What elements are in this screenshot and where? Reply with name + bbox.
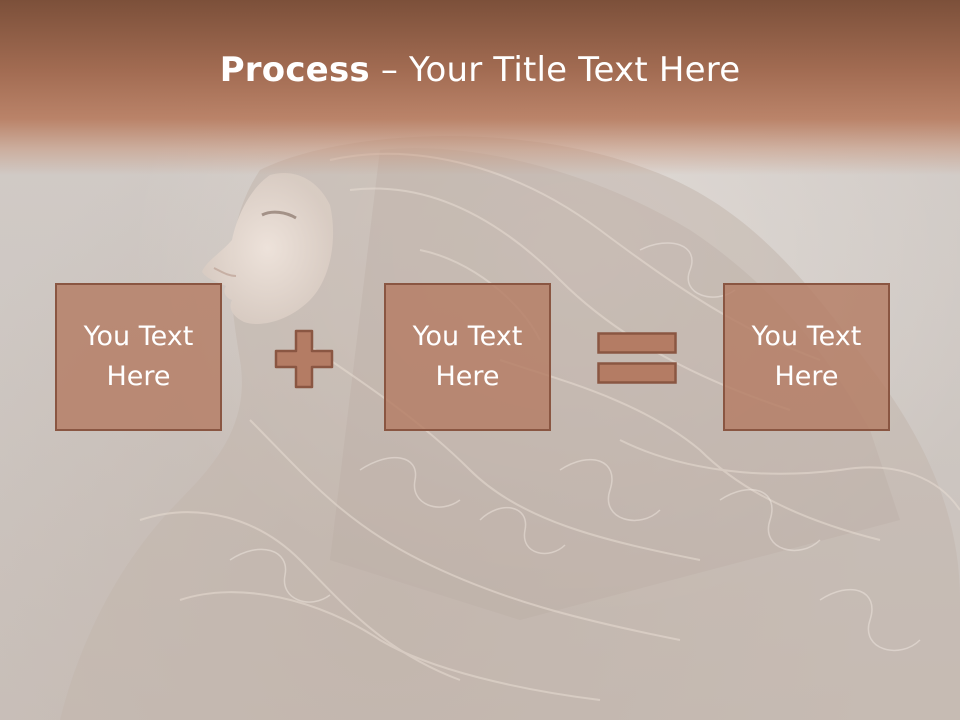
process-box-1-text: You Text Here <box>83 321 194 392</box>
equals-icon <box>597 332 677 384</box>
process-box-2-text: You Text Here <box>412 321 523 392</box>
title-band <box>0 0 960 175</box>
process-box-1[interactable]: You Text Here <box>55 283 222 431</box>
title-rest-text: – Your Title Text Here <box>369 50 741 90</box>
title-bold-text: Process <box>219 50 370 90</box>
plus-icon <box>274 329 334 389</box>
process-box-2[interactable]: You Text Here <box>384 283 551 431</box>
slide-title: Process – Your Title Text Here <box>0 50 960 90</box>
process-box-3-text: You Text Here <box>751 321 862 392</box>
process-box-3[interactable]: You Text Here <box>723 283 890 431</box>
